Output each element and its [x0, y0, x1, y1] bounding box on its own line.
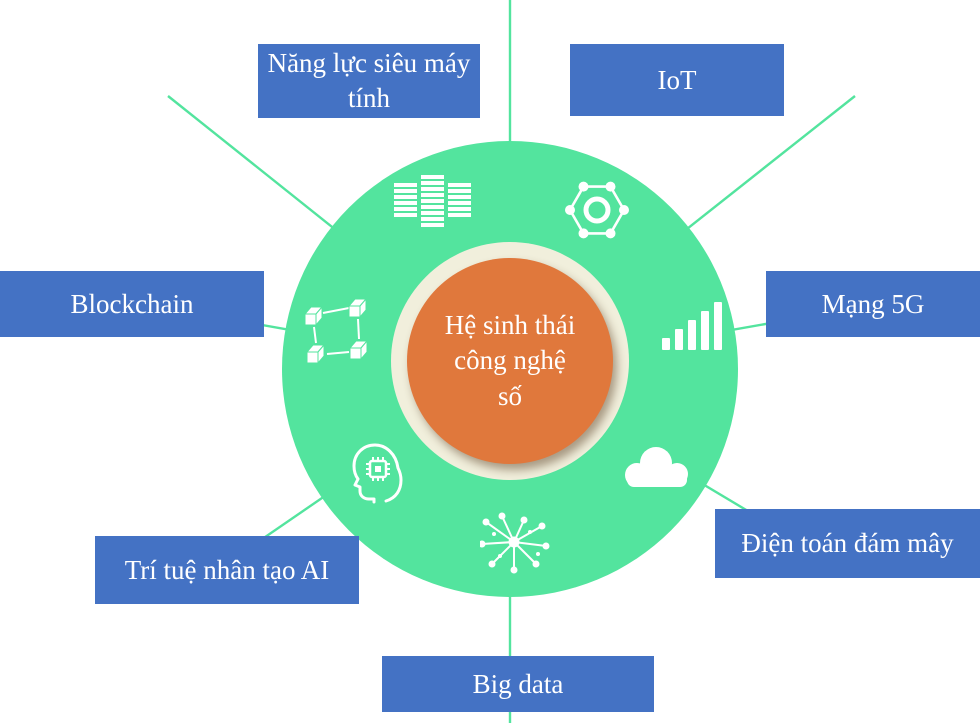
node-label-iot: IoT: [570, 44, 784, 116]
blockchain-cubes-icon: [303, 297, 373, 367]
node-label-cloud: Điện toán đám mây: [715, 509, 980, 578]
ai-head-chip-icon: [346, 438, 410, 504]
node-label-5g: Mạng 5G: [766, 271, 980, 337]
node-label-blockchain: Blockchain: [0, 271, 264, 337]
signal-bars-icon: [660, 300, 724, 354]
cloud-icon: [619, 442, 695, 492]
center-node: Hệ sinh thái công nghệ số: [407, 258, 613, 464]
node-label-bigdata: Big data: [382, 656, 654, 712]
iot-network-icon: [560, 173, 634, 247]
node-label-ai: Trí tuệ nhân tạo AI: [95, 536, 359, 604]
supercomputer-icon: [390, 171, 474, 235]
center-node-label: Hệ sinh thái công nghệ số: [444, 309, 576, 411]
data-network-icon: [480, 512, 550, 576]
node-label-supercomputing: Năng lực siêu máy tính: [258, 44, 480, 118]
